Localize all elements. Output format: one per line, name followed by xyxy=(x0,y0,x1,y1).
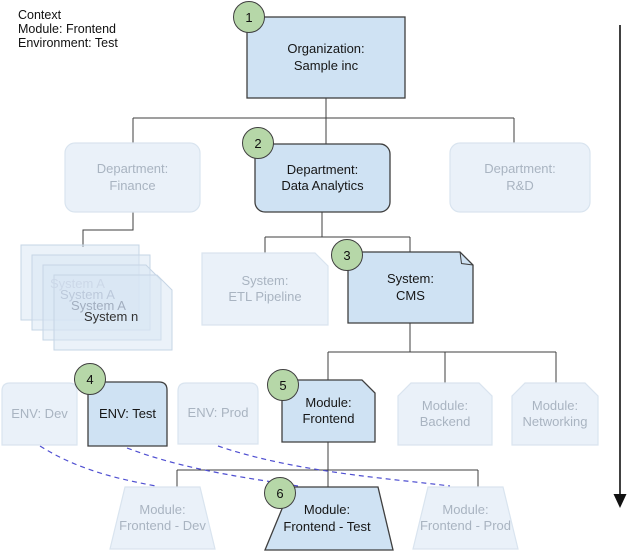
step-badge-5: 5 xyxy=(267,369,299,401)
connector-frontend-instances xyxy=(176,442,479,487)
node-system-cms xyxy=(347,251,474,324)
system-stack-label-4: System n xyxy=(84,309,139,324)
flow-direction-arrow xyxy=(613,25,627,508)
node-department-finance xyxy=(64,142,201,213)
node-env-dev xyxy=(1,382,78,446)
system-stack-label-1: System A xyxy=(50,276,105,291)
step-badge-1: 1 xyxy=(233,1,265,33)
system-stack-label-2: System A xyxy=(60,287,115,302)
context-environment: Environment: Test xyxy=(18,36,118,50)
node-module-networking xyxy=(511,382,599,446)
node-department-data-analytics xyxy=(254,143,391,213)
node-system-etl xyxy=(201,252,329,326)
system-stack-card-4 xyxy=(53,274,173,351)
step-badge-3: 3 xyxy=(331,239,363,271)
node-env-prod xyxy=(177,382,259,445)
connector-dataanalytics-systems xyxy=(264,212,411,253)
node-department-rnd xyxy=(449,142,591,213)
step-badge-6: 6 xyxy=(264,477,296,509)
node-instance-frontend-dev xyxy=(109,486,216,550)
step-badge-2: 2 xyxy=(242,127,274,159)
node-organization xyxy=(246,16,406,99)
context-block: Context Module: Frontend Environment: Te… xyxy=(18,8,118,50)
context-title: Context xyxy=(18,8,62,22)
node-module-backend xyxy=(397,382,493,446)
system-stack-label-3: System A xyxy=(71,298,126,313)
env-prod-instance-link xyxy=(217,445,451,487)
cms-folded-corner xyxy=(459,251,474,266)
connector-finance-systems xyxy=(82,212,134,247)
node-instance-frontend-prod xyxy=(412,486,519,550)
connector-org-departments xyxy=(132,98,515,144)
step-badge-4: 4 xyxy=(74,363,106,395)
env-dev-instance-link xyxy=(39,445,157,487)
node-instance-frontend-test xyxy=(264,486,394,551)
context-module: Module: Frontend xyxy=(18,22,116,36)
connector-cms-modules xyxy=(327,323,557,383)
